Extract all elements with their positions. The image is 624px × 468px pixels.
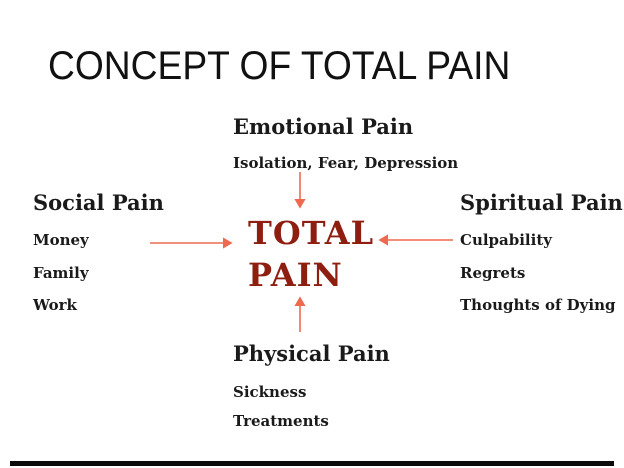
spiritual-pain-items: Culpability Regrets Thoughts of Dying [460, 224, 623, 322]
physical-pain-heading: Physical Pain [233, 341, 390, 366]
emotional-pain-heading: Emotional Pain [233, 114, 414, 139]
physical-pain-item: Treatments [233, 412, 329, 430]
emotional-pain-item: Isolation, Fear, Depression [233, 154, 459, 172]
social-pain-item: Work [33, 296, 77, 314]
slide-title: CONCEPT OF TOTAL PAIN [48, 44, 511, 88]
total-pain-line2: PAIN [248, 256, 343, 294]
spiritual-pain-item: Regrets [460, 263, 526, 282]
section-spiritual-pain: Spiritual Pain Culpability Regrets Thoug… [460, 190, 623, 322]
physical-pain-items: Sickness Treatments [233, 378, 390, 436]
physical-pain-item: Sickness [233, 383, 307, 401]
total-pain-label: TOTAL PAIN [248, 212, 374, 296]
social-pain-item: Money [33, 231, 89, 249]
social-pain-heading: Social Pain [33, 190, 164, 215]
section-physical-pain: Physical Pain Sickness Treatments [233, 341, 390, 436]
section-social-pain: Social Pain Money Family Work [33, 190, 164, 322]
spiritual-pain-heading: Spiritual Pain [460, 190, 623, 215]
spiritual-pain-item: Culpability [460, 231, 552, 249]
total-pain-line1: TOTAL [248, 214, 375, 252]
social-pain-item: Family [33, 263, 89, 282]
section-emotional-pain: Emotional Pain Isolation, Fear, Depressi… [233, 114, 458, 173]
spiritual-pain-item: Thoughts of Dying [460, 296, 616, 314]
emotional-pain-items: Isolation, Fear, Depression [233, 153, 458, 173]
social-pain-items: Money Family Work [33, 224, 164, 322]
bottom-rule [10, 461, 614, 466]
